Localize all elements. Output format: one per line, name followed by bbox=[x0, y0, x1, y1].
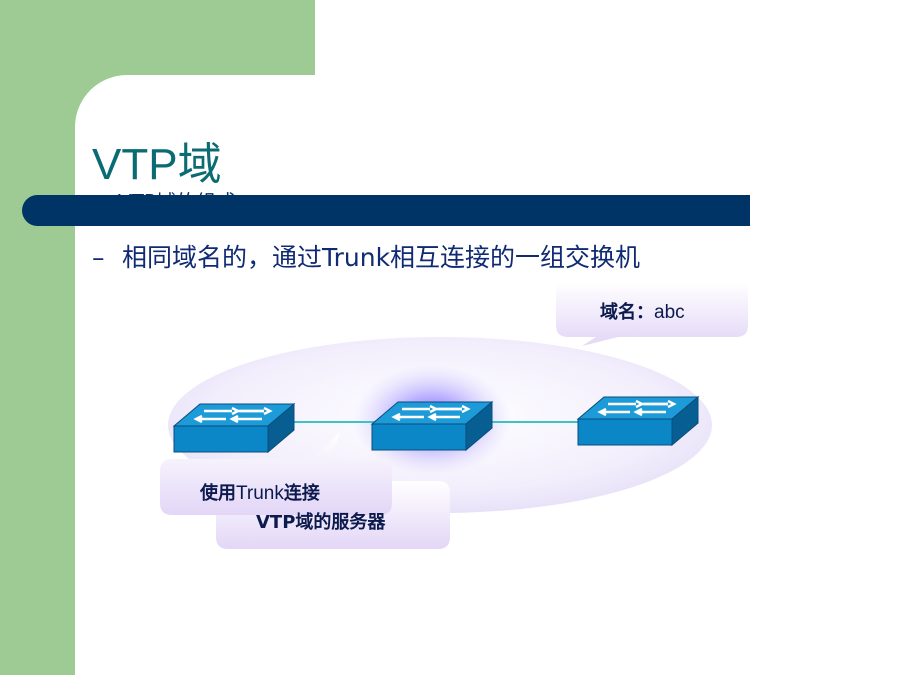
trunk-callout bbox=[160, 432, 392, 515]
slide-title: VTP域 bbox=[92, 140, 222, 189]
switch-icon-left bbox=[172, 402, 296, 454]
trunk-suffix: 连接 bbox=[283, 483, 320, 504]
title-divider-bar bbox=[22, 195, 750, 226]
trunk-word: Trunk bbox=[236, 483, 284, 504]
bullet-dash: – bbox=[92, 243, 105, 272]
domain-label: 域名： bbox=[600, 302, 654, 323]
trunk-prefix: 使用 bbox=[200, 483, 236, 504]
domain-value: abc bbox=[654, 302, 685, 323]
switch-icon-center bbox=[370, 400, 494, 452]
switch-icon-right bbox=[576, 395, 700, 447]
trunk-callout-text: 使用Trunk连接 bbox=[200, 479, 320, 505]
bullet-text: 相同域名的，通过Trunk相互连接的一组交换机 bbox=[122, 243, 641, 272]
domain-callout bbox=[556, 282, 748, 346]
bullet-item: –相同域名的，通过Trunk相互连接的一组交换机 bbox=[92, 238, 640, 274]
trunk-callout-bubble bbox=[160, 432, 392, 515]
server-callout-text: VTP域的服务器 bbox=[256, 512, 386, 533]
domain-callout-text: 域名：abc bbox=[600, 298, 685, 324]
domain-callout-bubble bbox=[556, 282, 748, 346]
